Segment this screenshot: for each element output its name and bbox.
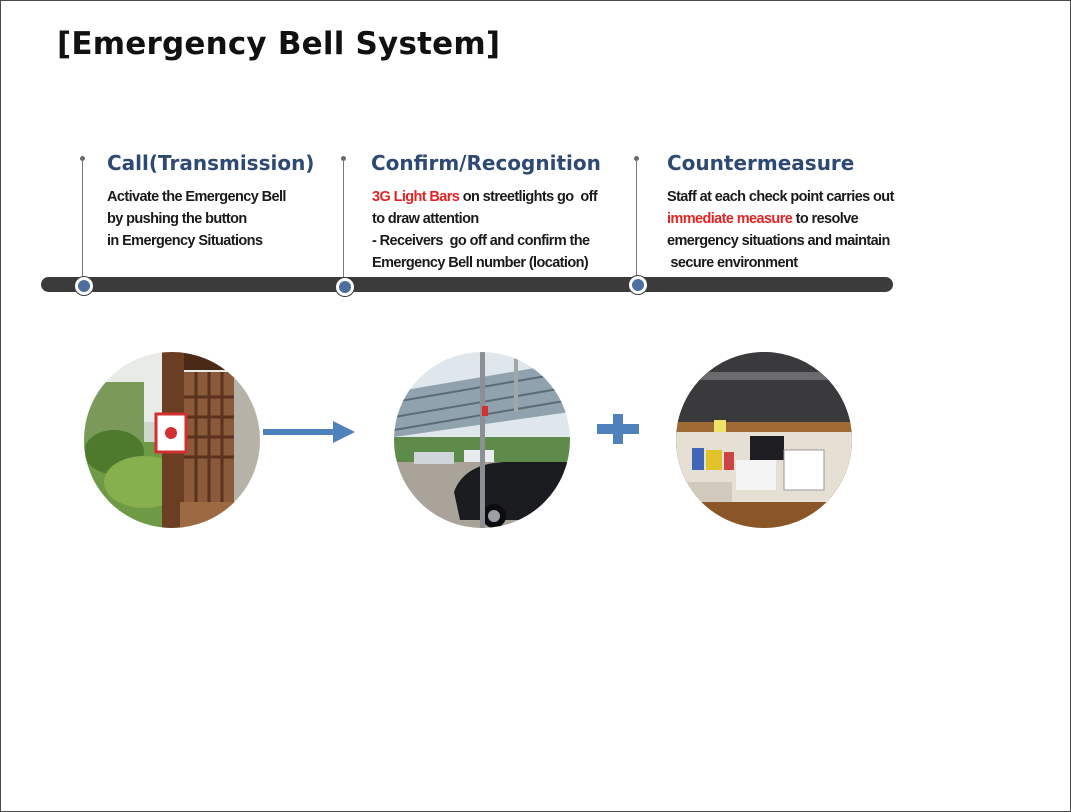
step-desc-line: 3G Light Bars on streetlights go off (372, 186, 598, 208)
step-desc-line: to draw attention (372, 211, 479, 227)
stem-3 (636, 160, 637, 276)
step-desc-line: Emergency Bell number (location) (372, 255, 589, 271)
stem-2 (343, 160, 344, 277)
step-desc-line: secure environment (667, 255, 798, 271)
highlight-text: immediate measure (667, 211, 793, 227)
stem-1 (82, 160, 83, 277)
step-title-confirm: Confirm/Recognition (371, 151, 601, 175)
stem-dot-1 (80, 156, 85, 161)
step-desc-call: Activate the Emergency Bell by pushing t… (107, 186, 286, 252)
timeline-node-3 (629, 276, 647, 294)
step-title-call: Call(Transmission) (107, 151, 315, 175)
step-desc-confirm: 3G Light Bars on streetlights go off to … (372, 186, 598, 274)
highlight-text: 3G Light Bars (372, 189, 460, 205)
step-desc-text: to resolve (792, 211, 859, 227)
stem-dot-2 (341, 156, 346, 161)
step-desc-line: by pushing the button (107, 211, 247, 227)
timeline-bar (41, 277, 893, 292)
plus-icon (597, 414, 639, 444)
step-desc-line: in Emergency Situations (107, 233, 263, 249)
stem-dot-3 (634, 156, 639, 161)
step-desc-line: Staff at each check point carries out (667, 189, 894, 205)
timeline-node-2 (336, 278, 354, 296)
step-title-countermeasure: Countermeasure (667, 151, 855, 175)
emergency-bell-photo (84, 352, 260, 528)
step-desc-line: - Receivers go off and confirm the (372, 233, 590, 249)
step-desc-line: immediate measure to resolve (667, 208, 894, 230)
step-desc-countermeasure: Staff at each check point carries out im… (667, 186, 894, 274)
streetlight-photo (394, 352, 570, 528)
check-point-desk-photo (676, 352, 852, 528)
slide-title: [Emergency Bell System] (57, 26, 501, 62)
timeline-node-1 (75, 277, 93, 295)
right-arrow-icon (263, 421, 355, 443)
step-desc-text: on streetlights go off (459, 189, 598, 205)
step-desc-line: Activate the Emergency Bell (107, 189, 286, 205)
step-desc-line: emergency situations and maintain (667, 233, 890, 249)
